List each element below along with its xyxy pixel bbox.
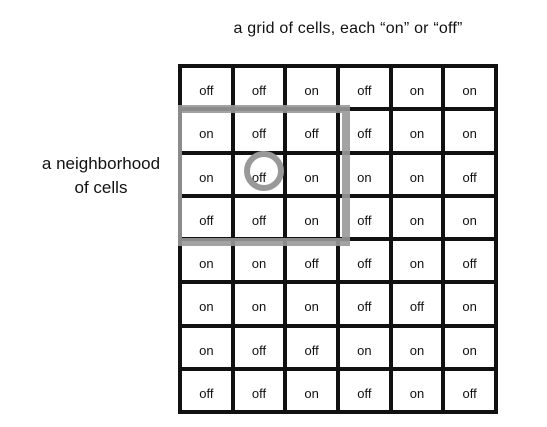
- grid-cell-r5-c1: on: [234, 284, 284, 324]
- neighborhood-caption: a neighborhood of cells: [30, 152, 172, 200]
- grid-cell-r3-c1: off: [234, 197, 284, 237]
- grid-cell-r6-c2: off: [287, 327, 336, 367]
- grid-cell-r3-c5: on: [445, 197, 494, 237]
- grid-cell-r1-c1: off: [234, 111, 284, 151]
- grid-cell-r6-c5: on: [445, 327, 494, 367]
- grid-cell-r0-c3: off: [340, 68, 389, 108]
- grid-cell-r0-c1: off: [234, 68, 284, 108]
- grid-cell-r6-c4: on: [392, 327, 442, 367]
- grid-cell-r5-c4: off: [392, 284, 442, 324]
- neighborhood-caption-line-2: of cells: [74, 178, 128, 197]
- grid-cell-r6-c0: on: [182, 327, 231, 367]
- grid-cell-r0-c5: on: [445, 68, 494, 108]
- grid-cell-r1-c0: on: [182, 111, 231, 151]
- grid-cell-r6-c3: on: [340, 327, 389, 367]
- grid-cell-r0-c0: off: [182, 68, 231, 108]
- grid-cell-r6-c1: off: [234, 327, 284, 367]
- grid-cell-r7-c4: on: [392, 370, 442, 410]
- grid-cell-r5-c3: off: [340, 284, 389, 324]
- grid-cell-r1-c5: on: [445, 111, 494, 151]
- grid-caption: a grid of cells, each “on” or “off”: [233, 20, 463, 37]
- grid-cell-r1-c4: on: [392, 111, 442, 151]
- grid-cell-r3-c4: on: [392, 197, 442, 237]
- grid-cell-r5-c5: on: [445, 284, 494, 324]
- grid-cell-r3-c2: on: [287, 197, 336, 237]
- grid-cell-r7-c5: off: [445, 370, 494, 410]
- grid-cell-r4-c0: on: [182, 241, 231, 281]
- grid-cell-r1-c3: off: [340, 111, 389, 151]
- grid-cell-r4-c5: off: [445, 241, 494, 281]
- grid-cell-r7-c2: on: [287, 370, 336, 410]
- grid-cell-r4-c1: on: [234, 241, 284, 281]
- grid-cell-r2-c3: on: [340, 154, 389, 194]
- neighborhood-caption-line-1: a neighborhood: [41, 154, 161, 173]
- grid-cell-r2-c2: on: [287, 154, 336, 194]
- grid-cell-r7-c1: off: [234, 370, 284, 410]
- grid-cell-r0-c2: on: [287, 68, 336, 108]
- grid-cell-r4-c3: off: [340, 241, 389, 281]
- grid-cell-r4-c2: off: [287, 241, 336, 281]
- grid-cell-r5-c2: on: [287, 284, 336, 324]
- grid-cell-r7-c3: off: [340, 370, 389, 410]
- grid-cell-r7-c0: off: [182, 370, 231, 410]
- grid-cell-r0-c4: on: [392, 68, 442, 108]
- grid-cell-r1-c2: off: [287, 111, 336, 151]
- grid-cell-r4-c4: on: [392, 241, 442, 281]
- grid-cell-r2-c0: on: [182, 154, 231, 194]
- grid-cell-r2-c1: off: [234, 154, 284, 194]
- grid-cell-r3-c3: off: [340, 197, 389, 237]
- grid-cell-r5-c0: on: [182, 284, 231, 324]
- grid-cell-r2-c4: on: [392, 154, 442, 194]
- grid-cell-r2-c5: off: [445, 154, 494, 194]
- grid-cell-r3-c0: off: [182, 197, 231, 237]
